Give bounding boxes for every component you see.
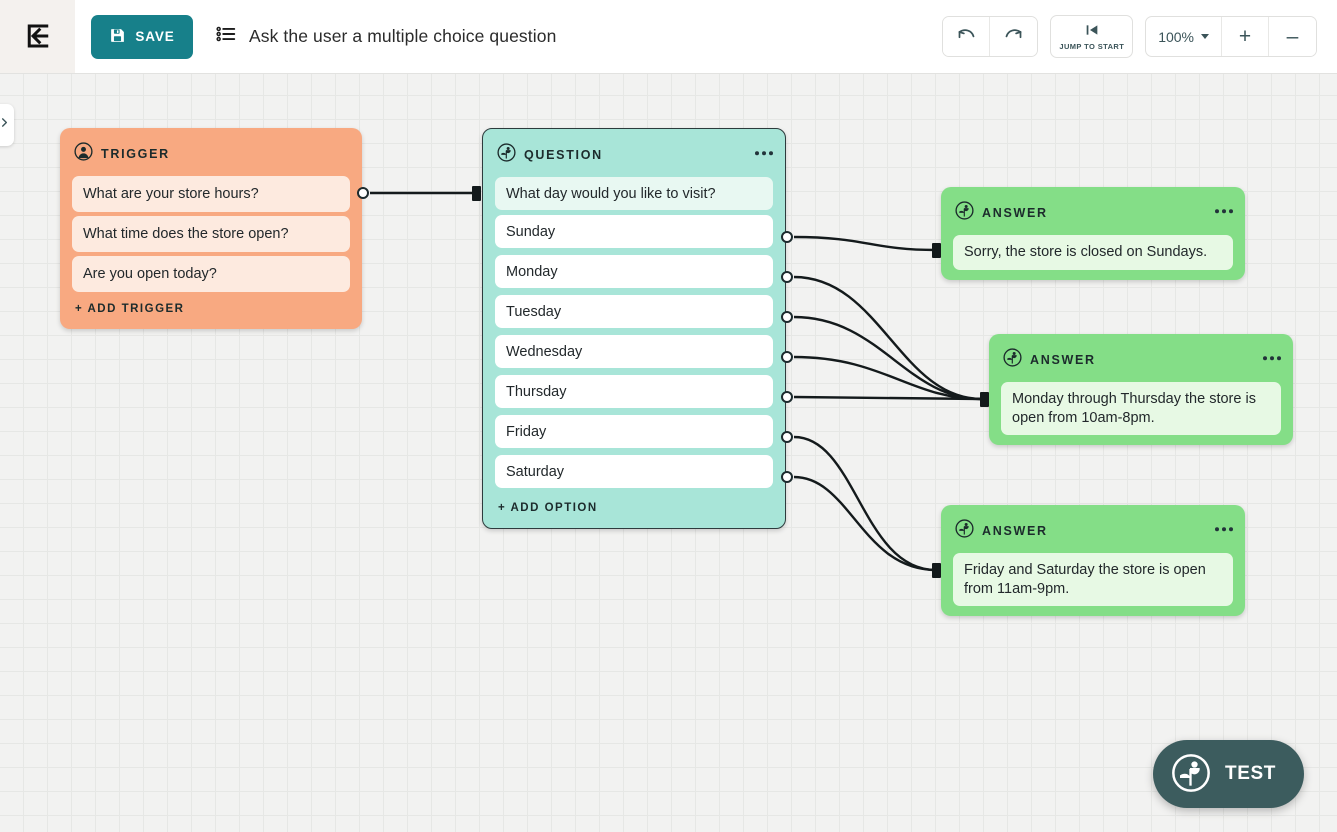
edge-thursday-to-answer2 xyxy=(793,395,983,401)
answer-node-header: ANSWER xyxy=(941,505,1245,553)
more-options-icon[interactable] xyxy=(755,151,773,156)
trigger-node[interactable]: TRIGGER What are your store hours? What … xyxy=(60,128,362,329)
skip-to-start-icon xyxy=(1083,22,1101,41)
question-option[interactable]: Wednesday xyxy=(495,335,773,368)
bot-mascot-icon xyxy=(955,519,974,543)
answer-node[interactable]: ANSWER Monday through Thursday the store… xyxy=(989,334,1293,446)
option-output-port-saturday[interactable] xyxy=(781,471,793,483)
more-options-icon[interactable] xyxy=(1215,209,1233,214)
answer-node-body: Friday and Saturday the store is open fr… xyxy=(941,553,1245,616)
flow-canvas[interactable]: TRIGGER What are your store hours? What … xyxy=(0,74,1337,832)
more-options-icon[interactable] xyxy=(1263,356,1281,361)
undo-button[interactable] xyxy=(943,17,991,56)
user-circle-icon xyxy=(74,142,93,166)
redo-button[interactable] xyxy=(990,17,1038,56)
question-option[interactable]: Tuesday xyxy=(495,295,773,328)
flow-title-group: Ask the user a multiple choice question xyxy=(215,23,556,50)
answer-input-port[interactable] xyxy=(980,392,989,407)
answer-node-header: ANSWER xyxy=(989,334,1293,382)
question-option[interactable]: Friday xyxy=(495,415,773,448)
question-node[interactable]: QUESTION What day would you like to visi… xyxy=(482,128,786,529)
question-option[interactable]: Thursday xyxy=(495,375,773,408)
bot-mascot-icon xyxy=(497,143,516,167)
history-button-group xyxy=(942,16,1039,57)
answer-node-title: ANSWER xyxy=(982,524,1048,538)
edge-wednesday-to-answer2 xyxy=(793,355,983,401)
trigger-node-header: TRIGGER xyxy=(60,128,362,176)
save-button[interactable]: SAVE xyxy=(91,14,193,59)
question-option[interactable]: Saturday xyxy=(495,455,773,488)
option-output-port-tuesday[interactable] xyxy=(781,311,793,323)
jump-to-start-button[interactable]: JUMP TO START xyxy=(1050,15,1134,58)
page-title: Ask the user a multiple choice question xyxy=(249,26,557,46)
answer-node-body: Monday through Thursday the store is ope… xyxy=(989,382,1293,445)
edge-sunday-to-answer1 xyxy=(793,235,937,252)
question-prompt[interactable]: What day would you like to visit? xyxy=(495,177,773,210)
open-side-panel-button[interactable] xyxy=(0,104,14,146)
save-disk-icon xyxy=(109,27,126,47)
question-option[interactable]: Monday xyxy=(495,255,773,288)
exit-arrow-icon[interactable] xyxy=(20,18,56,54)
edge-friday-to-answer3 xyxy=(793,435,937,572)
trigger-phrase[interactable]: What are your store hours? xyxy=(72,176,350,212)
exit-panel xyxy=(0,0,75,74)
trigger-phrase[interactable]: Are you open today? xyxy=(72,256,350,292)
trigger-output-port[interactable] xyxy=(357,187,369,199)
answer-text[interactable]: Monday through Thursday the store is ope… xyxy=(1001,382,1281,436)
edge-monday-to-answer2 xyxy=(793,275,983,401)
trigger-node-title: TRIGGER xyxy=(101,147,170,161)
edge-tuesday-to-answer2 xyxy=(793,315,983,401)
question-input-port[interactable] xyxy=(472,186,481,201)
add-option-button[interactable]: + ADD OPTION xyxy=(498,502,598,514)
add-trigger-button[interactable]: + ADD TRIGGER xyxy=(75,303,185,315)
toolbar-controls: JUMP TO START 100% + – xyxy=(942,15,1337,58)
answer-node-body: Sorry, the store is closed on Sundays. xyxy=(941,235,1245,280)
chevron-down-icon xyxy=(1201,34,1209,39)
answer-node-title: ANSWER xyxy=(1030,353,1096,367)
trigger-node-body: What are your store hours? What time doe… xyxy=(60,176,362,329)
answer-input-port[interactable] xyxy=(932,563,941,578)
zoom-level-select[interactable]: 100% xyxy=(1146,17,1222,56)
top-toolbar: SAVE Ask the user a multiple choice ques… xyxy=(0,0,1337,74)
answer-node-header: ANSWER xyxy=(941,187,1245,235)
question-node-header: QUESTION xyxy=(483,129,785,177)
option-output-port-sunday[interactable] xyxy=(781,231,793,243)
option-output-port-wednesday[interactable] xyxy=(781,351,793,363)
answer-text[interactable]: Sorry, the store is closed on Sundays. xyxy=(953,235,1233,270)
zoom-out-button[interactable]: – xyxy=(1269,17,1316,56)
answer-node[interactable]: ANSWER Sorry, the store is closed on Sun… xyxy=(941,187,1245,280)
multiple-choice-list-icon xyxy=(215,23,237,50)
more-options-icon[interactable] xyxy=(1215,527,1233,532)
bot-mascot-icon xyxy=(955,201,974,225)
option-output-port-friday[interactable] xyxy=(781,431,793,443)
test-button[interactable]: TEST xyxy=(1153,740,1304,808)
option-output-port-thursday[interactable] xyxy=(781,391,793,403)
bot-mascot-icon xyxy=(1171,753,1211,796)
undo-arrow-icon xyxy=(956,25,977,49)
redo-arrow-icon xyxy=(1003,25,1024,49)
bot-mascot-icon xyxy=(1003,348,1022,372)
zoom-in-button[interactable]: + xyxy=(1222,17,1269,56)
zoom-level-value: 100% xyxy=(1158,28,1194,45)
question-node-body: What day would you like to visit? Sunday… xyxy=(483,177,785,528)
option-output-port-monday[interactable] xyxy=(781,271,793,283)
minus-icon: – xyxy=(1286,25,1299,48)
trigger-phrase[interactable]: What time does the store open? xyxy=(72,216,350,252)
question-node-title: QUESTION xyxy=(524,148,603,162)
answer-node[interactable]: ANSWER Friday and Saturday the store is … xyxy=(941,505,1245,617)
answer-node-title: ANSWER xyxy=(982,206,1048,220)
answer-input-port[interactable] xyxy=(932,243,941,258)
answer-text[interactable]: Friday and Saturday the store is open fr… xyxy=(953,553,1233,607)
chevron-right-icon xyxy=(0,116,10,134)
zoom-button-group: 100% + – xyxy=(1145,16,1317,57)
save-button-label: SAVE xyxy=(135,29,175,44)
question-option[interactable]: Sunday xyxy=(495,215,773,248)
plus-icon: + xyxy=(1238,25,1252,48)
edge-saturday-to-answer3 xyxy=(793,475,937,572)
jump-to-start-label: JUMP TO START xyxy=(1059,42,1125,51)
test-button-label: TEST xyxy=(1225,763,1276,784)
